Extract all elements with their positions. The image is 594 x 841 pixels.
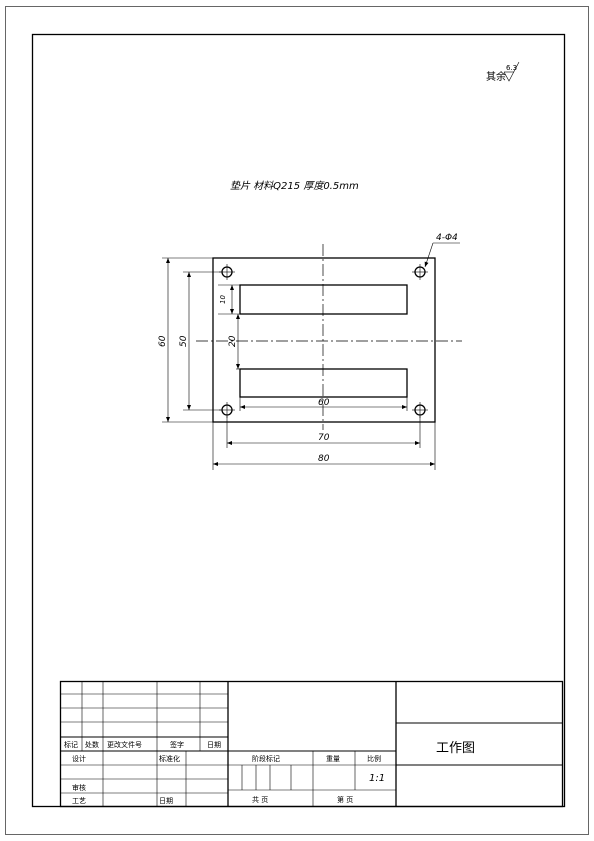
surface-finish-label: 其余 [486,70,506,83]
dimension-20-vertical: 20 [228,335,238,347]
dimension-80-horizontal: 80 [318,454,330,464]
title-block-weight-label: 重量 [326,755,340,763]
hole [219,264,235,280]
dimension-50-vertical: 50 [179,335,189,347]
part-drawing: 4-Φ4 60 70 80 60 50 20 10 [158,233,462,470]
title-block-sheet-number: 第 页 [337,795,353,804]
title-block-scale-label: 比例 [367,754,381,763]
surface-finish-note: 其余 6.3 [486,61,520,83]
title-block: 标记 处数 更改文件号 签字 日期 设计 标准化 审核 工艺 日期 阶段标记 重… [59,680,564,808]
roughness-symbol-icon [503,61,520,82]
hole [412,402,428,418]
surface-finish-value: 6.3 [506,64,517,72]
outer-border [5,6,589,835]
title-block-scale-value: 1:1 [369,773,385,784]
plate-outline [212,257,436,423]
hole [219,402,235,418]
drawing-title: 工作图 [436,741,475,756]
dimension-60-vertical: 60 [158,335,168,347]
slot-lower [239,368,408,398]
hole-callout: 4-Φ4 [436,233,458,243]
title-block-heading-mark: 标记 [64,740,78,749]
title-block-stage-mark-label: 阶段标记 [252,754,280,763]
title-block-standardize-label: 标准化 [159,754,180,763]
dimension-70-horizontal: 70 [318,433,330,443]
title-block-total-sheets: 共 页 [252,795,268,804]
part-note: 垫片 材料Q215 厚度0.5mm [230,180,359,192]
title-block-heading-change-doc: 更改文件号 [107,740,142,749]
title-block-check-label: 审核 [72,783,86,792]
inner-border [31,33,566,808]
title-block-heading-count: 处数 [85,740,99,749]
hole [412,264,428,280]
title-block-design-label: 设计 [72,754,86,763]
title-block-heading-signature: 签字 [170,740,184,749]
title-block-process-label: 工艺 [72,797,86,805]
dimension-60-horizontal: 60 [318,398,330,408]
slot-upper [239,284,408,315]
title-block-heading-date: 日期 [207,741,221,749]
dimension-10-vertical: 10 [219,295,227,304]
title-block-date-label: 日期 [159,797,173,805]
